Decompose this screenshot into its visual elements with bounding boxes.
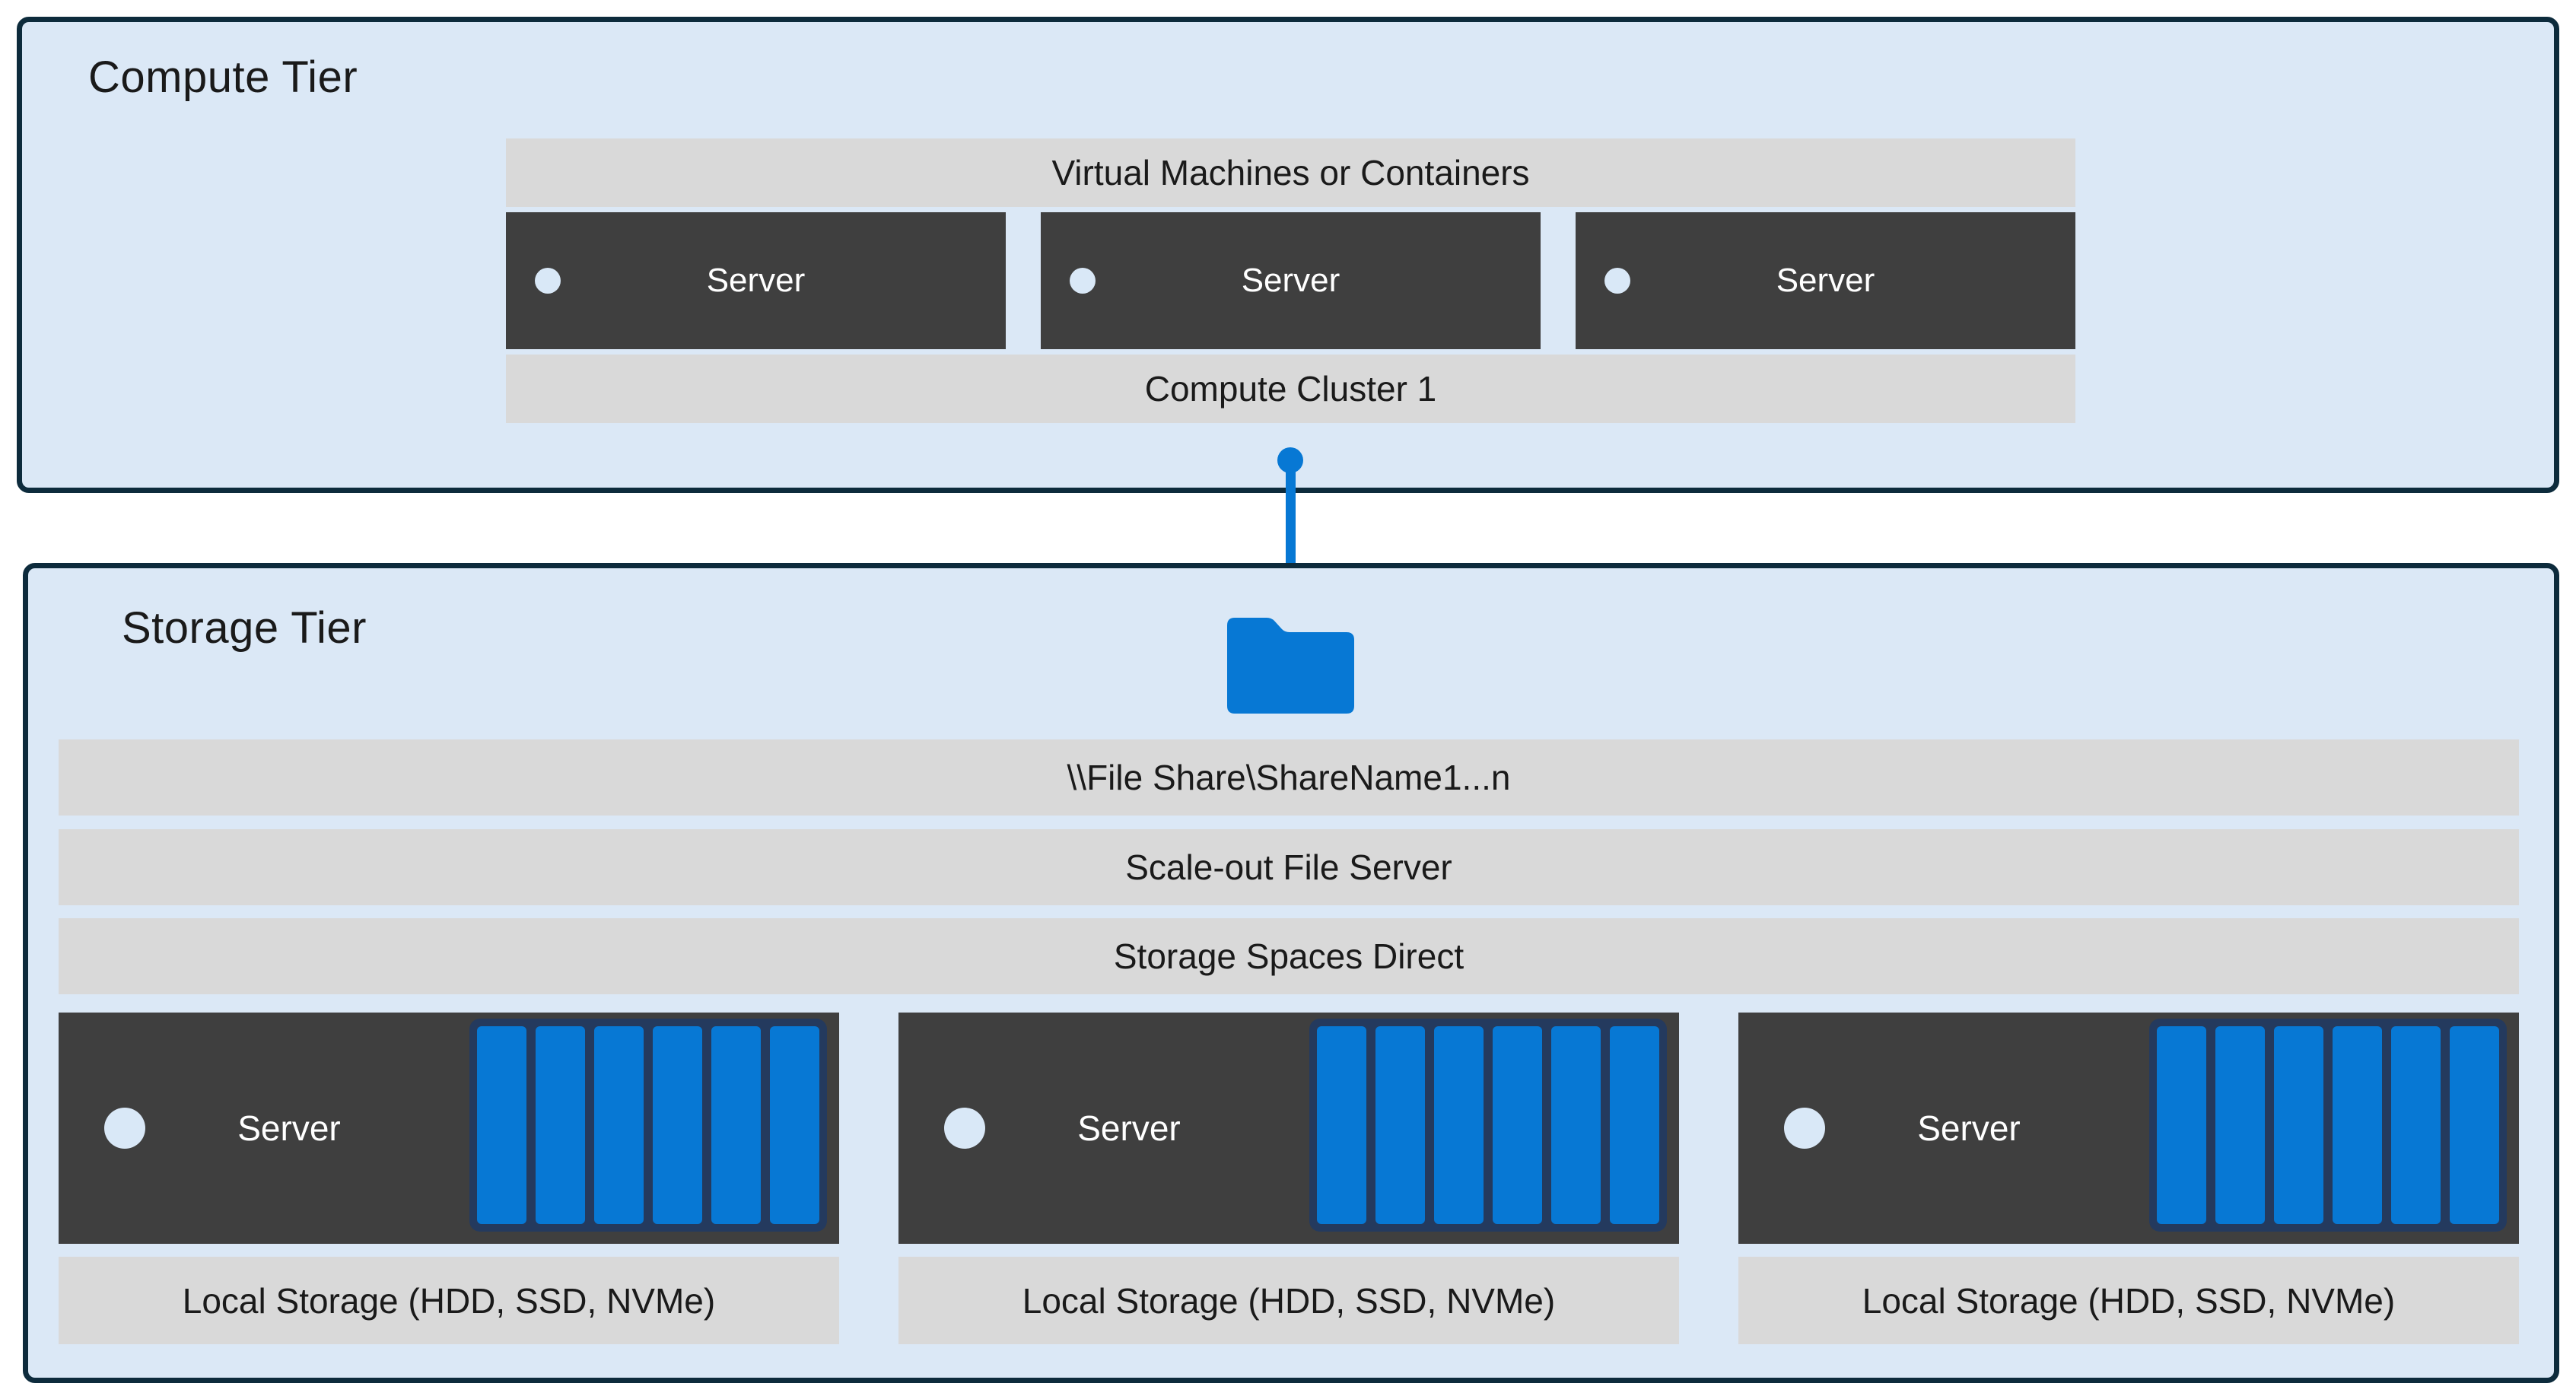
server-power-dot-icon — [1070, 268, 1096, 294]
storage-spaces-direct-bar-label: Storage Spaces Direct — [1113, 936, 1465, 976]
storage-spaces-direct-bar: Storage Spaces Direct — [59, 918, 2519, 994]
scale-out-file-server-bar: Scale-out File Server — [59, 829, 2519, 905]
disk-icon — [1434, 1026, 1484, 1224]
local-storage-label: Local Storage (HDD, SSD, NVMe) — [1022, 1280, 1556, 1321]
disk-icon — [2157, 1026, 2206, 1224]
disk-icon — [477, 1026, 526, 1224]
disk-icon — [1375, 1026, 1425, 1224]
compute-cluster-bar: Compute Cluster 1 — [506, 355, 2075, 423]
disk-icon — [536, 1026, 585, 1224]
local-storage-label: Local Storage (HDD, SSD, NVMe) — [1862, 1280, 2396, 1321]
compute-server-node-3: Server — [1576, 212, 2075, 349]
disk-array — [1309, 1019, 1667, 1232]
disk-icon — [2450, 1026, 2499, 1224]
server-label: Server — [1241, 262, 1340, 299]
compute-server-node-2: Server — [1041, 212, 1541, 349]
server-label: Server — [1776, 262, 1875, 299]
scale-out-file-server-bar-label: Scale-out File Server — [1125, 847, 1452, 887]
disk-icon — [594, 1026, 644, 1224]
compute-server-node-1: Server — [506, 212, 1006, 349]
disk-icon — [1551, 1026, 1601, 1224]
disk-icon — [1610, 1026, 1659, 1224]
storage-server-node-2: Server — [898, 1013, 1679, 1244]
virtual-machines-bar: Virtual Machines or Containers — [506, 138, 2075, 207]
local-storage-label: Local Storage (HDD, SSD, NVMe) — [182, 1280, 716, 1321]
disk-icon — [2391, 1026, 2441, 1224]
disk-icon — [653, 1026, 702, 1224]
server-label: Server — [706, 262, 806, 299]
connector-dot-top-icon — [1277, 447, 1303, 473]
compute-tier-title: Compute Tier — [88, 52, 358, 102]
server-power-dot-icon — [1784, 1108, 1825, 1149]
storage-server-node-3: Server — [1738, 1013, 2519, 1244]
folder-icon — [1227, 618, 1354, 714]
disk-icon — [1493, 1026, 1542, 1224]
file-share-bar: \\File Share\ShareName1...n — [59, 739, 2519, 816]
storage-server-node-1: Server — [59, 1013, 839, 1244]
disk-icon — [711, 1026, 761, 1224]
server-label: Server — [1917, 1108, 2021, 1148]
disk-icon — [2274, 1026, 2323, 1224]
virtual-machines-bar-label: Virtual Machines or Containers — [1051, 153, 1530, 192]
server-power-dot-icon — [1604, 268, 1630, 294]
local-storage-bar-2: Local Storage (HDD, SSD, NVMe) — [898, 1257, 1679, 1344]
disk-icon — [2215, 1026, 2265, 1224]
file-share-bar-label: \\File Share\ShareName1...n — [1067, 758, 1511, 797]
storage-tier-title: Storage Tier — [122, 603, 367, 653]
local-storage-bar-3: Local Storage (HDD, SSD, NVMe) — [1738, 1257, 2519, 1344]
server-power-dot-icon — [535, 268, 561, 294]
disk-icon — [770, 1026, 819, 1224]
server-label: Server — [1077, 1108, 1181, 1148]
local-storage-bar-1: Local Storage (HDD, SSD, NVMe) — [59, 1257, 839, 1344]
compute-cluster-bar-label: Compute Cluster 1 — [1144, 369, 1437, 409]
server-power-dot-icon — [104, 1108, 145, 1149]
disk-array — [469, 1019, 827, 1232]
server-label: Server — [237, 1108, 341, 1148]
disk-icon — [2333, 1026, 2382, 1224]
server-power-dot-icon — [944, 1108, 985, 1149]
disk-icon — [1317, 1026, 1366, 1224]
disk-array — [2149, 1019, 2507, 1232]
